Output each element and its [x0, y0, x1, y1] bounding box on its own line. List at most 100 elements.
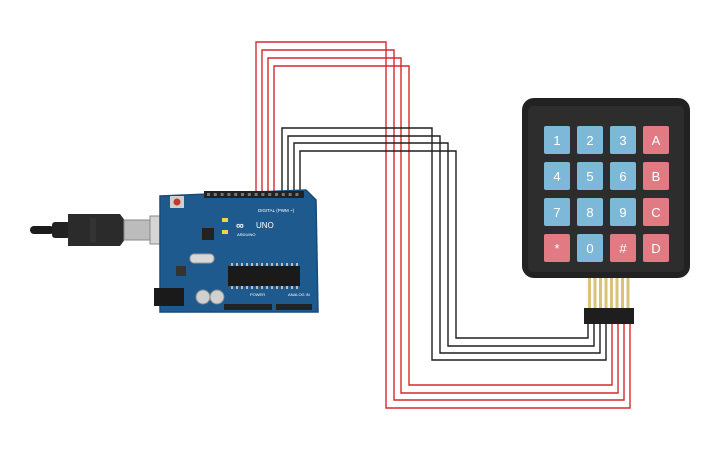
chip-pin: [251, 263, 253, 266]
usb-cable-wire: [30, 226, 54, 234]
keypad-key-label: *: [554, 241, 559, 256]
keypad-key[interactable]: *: [544, 234, 570, 262]
digital-pin[interactable]: [281, 193, 285, 196]
keypad-key-face: [544, 234, 570, 262]
keypad-key-face: [610, 198, 636, 226]
arduino-uno-board[interactable]: DIGITAL (PWM ~) ∞ UNO ARDUINO POWER ANAL…: [154, 189, 319, 313]
black-wire[interactable]: [299, 150, 589, 339]
digital-header: [204, 191, 304, 198]
infinity-logo-icon: ∞: [236, 220, 244, 232]
ribbon-strand: [610, 278, 613, 308]
keypad-key-face: [610, 162, 636, 190]
keypad-key-label: #: [619, 241, 627, 256]
chip-pin: [256, 263, 258, 266]
red-wire[interactable]: [267, 57, 619, 394]
digital-pin[interactable]: [227, 193, 231, 196]
keypad-key-label: 9: [619, 205, 626, 220]
red-wire[interactable]: [255, 41, 631, 409]
keypad-key[interactable]: 8: [577, 198, 603, 226]
keypad-key-face: [643, 126, 669, 154]
digital-pin[interactable]: [268, 193, 272, 196]
keypad-key[interactable]: 7: [544, 198, 570, 226]
chip-pin: [296, 286, 298, 289]
chip-pin: [291, 286, 293, 289]
wires-group: [255, 41, 631, 409]
keypad-key-label: 7: [553, 205, 560, 220]
keypad-key-label: B: [652, 169, 661, 184]
usb-cable-strain-relief: [52, 222, 70, 238]
keypad-key[interactable]: 3: [610, 126, 636, 154]
digital-pin[interactable]: [213, 193, 217, 196]
led-tx: [222, 230, 228, 234]
keypad-key-label: 8: [586, 205, 593, 220]
digital-pin[interactable]: [275, 193, 278, 196]
chip-pin: [281, 263, 283, 266]
keypad-key[interactable]: B: [643, 162, 669, 190]
keypad-key-face: [544, 198, 570, 226]
power-jack: [154, 288, 184, 306]
chip-pin: [271, 263, 273, 266]
capacitor-2: [209, 289, 225, 305]
digital-pin[interactable]: [234, 193, 238, 196]
keypad-key-label: A: [652, 133, 661, 148]
digital-pin[interactable]: [288, 193, 292, 196]
keypad-key[interactable]: 4: [544, 162, 570, 190]
ribbon-strand: [593, 278, 597, 308]
keypad-key[interactable]: 2: [577, 126, 603, 154]
ribbon-strand: [615, 278, 619, 308]
keypad-key[interactable]: 0: [577, 234, 603, 262]
keypad-key-label: 1: [553, 133, 560, 148]
digital-pin[interactable]: [254, 193, 258, 196]
black-wire[interactable]: [281, 127, 607, 361]
keypad-key-face: [577, 162, 603, 190]
keypad-connector: [584, 308, 634, 324]
chip-pin: [236, 263, 238, 266]
digital-pins: [207, 193, 299, 196]
keypad-key-face: [610, 234, 636, 262]
red-wire[interactable]: [273, 65, 613, 386]
black-wire[interactable]: [293, 142, 595, 347]
digital-pin[interactable]: [241, 193, 244, 196]
capacitor-1: [195, 289, 211, 305]
digital-pin[interactable]: [247, 193, 251, 196]
chip-pin: [246, 286, 248, 289]
keypad-key-face: [643, 198, 669, 226]
red-wire[interactable]: [261, 49, 625, 401]
digital-pin[interactable]: [207, 193, 210, 196]
chip-pin: [276, 263, 278, 266]
chip-pin: [266, 263, 268, 266]
keypad-key[interactable]: 9: [610, 198, 636, 226]
analog-header: [276, 304, 312, 310]
keypad-key[interactable]: C: [643, 198, 669, 226]
chip-pins: [231, 263, 298, 289]
chip-pin: [286, 263, 288, 266]
keypad-key[interactable]: 5: [577, 162, 603, 190]
chip-pin: [296, 263, 298, 266]
keypad-keys: 1 2 3 A 4 5 6 B 7 8 9 C * 0 # D: [544, 126, 669, 262]
chip-pin: [281, 286, 283, 289]
keypad-key[interactable]: D: [643, 234, 669, 262]
keypad-key[interactable]: 6: [610, 162, 636, 190]
digital-pin[interactable]: [295, 193, 299, 196]
keypad-key-face: [643, 234, 669, 262]
keypad-key[interactable]: A: [643, 126, 669, 154]
keypad-ribbon-cable: [588, 278, 630, 308]
keypad-key[interactable]: #: [610, 234, 636, 262]
chip-pin: [286, 286, 288, 289]
digital-pin[interactable]: [261, 193, 265, 196]
keypad-key[interactable]: 1: [544, 126, 570, 154]
keypad-key-label: 5: [586, 169, 593, 184]
chip-pin: [271, 286, 273, 289]
analog-label: ANALOG IN: [288, 292, 310, 297]
chip-pin: [241, 286, 243, 289]
black-wire[interactable]: [287, 135, 601, 354]
usb-chip: [202, 228, 214, 240]
keypad-key-face: [577, 198, 603, 226]
regulator: [176, 266, 186, 276]
microcontroller-chip: [228, 266, 300, 286]
keypad-key-label: 2: [586, 133, 593, 148]
keypad-4x4[interactable]: 1 2 3 A 4 5 6 B 7 8 9 C * 0 # D: [522, 98, 690, 324]
digital-pin[interactable]: [220, 193, 224, 196]
brand-text: ARDUINO: [237, 232, 255, 237]
usb-plug-metal: [123, 219, 153, 241]
